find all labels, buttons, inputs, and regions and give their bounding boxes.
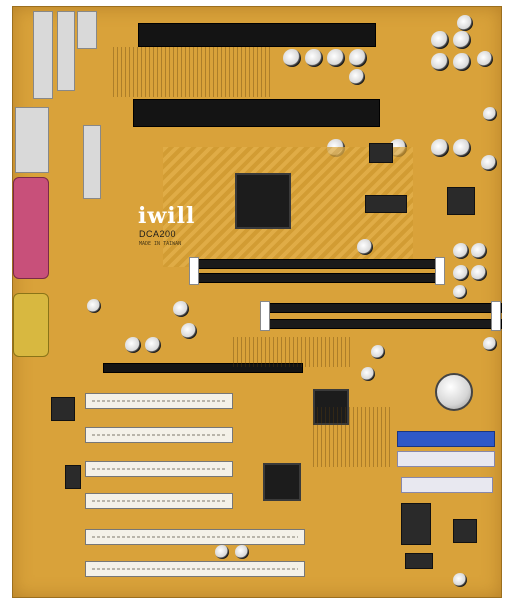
capacitor [349, 49, 367, 67]
capacitor [371, 345, 385, 359]
capacitor [125, 337, 141, 353]
capacitor [453, 573, 467, 587]
floppy-connector [401, 477, 493, 493]
chip-left [51, 397, 75, 421]
pci-slot-5 [85, 529, 305, 545]
capacitor [431, 31, 449, 49]
dimm-slot-2 [197, 273, 437, 283]
cmos-battery [435, 373, 473, 411]
capacitor [453, 31, 471, 49]
chip-small-right [453, 519, 477, 543]
pci-slot-4 [85, 493, 233, 509]
dimm-latch [435, 257, 445, 285]
serial-port [13, 293, 49, 357]
dimm-latch [189, 257, 199, 285]
capacitor [431, 53, 449, 71]
power-connector-medium [57, 11, 75, 91]
capacitor [483, 107, 497, 121]
capacitor [327, 49, 345, 67]
slot-black-lower [133, 99, 380, 127]
pcb-traces [113, 47, 273, 97]
capacitor [477, 51, 493, 67]
chip-right-side [447, 187, 475, 215]
bios-chip [401, 503, 431, 545]
capacitor [283, 49, 301, 67]
southbridge-chip [313, 389, 349, 425]
model-label: DCA200 [139, 229, 177, 239]
capacitor [361, 367, 375, 381]
pci-slot-2 [85, 427, 233, 443]
dimm-slot-3 [268, 303, 502, 313]
capacitor [173, 301, 189, 317]
power-connector-small [77, 11, 97, 49]
chip-left-lower [65, 465, 81, 489]
capacitor [215, 545, 229, 559]
capacitor [357, 239, 373, 255]
pci-slot-1 [85, 393, 233, 409]
isa-slot [103, 363, 303, 373]
dimm-slot-1 [197, 259, 437, 269]
pcb-traces [313, 407, 393, 467]
northbridge-chip [235, 173, 291, 229]
capacitor [453, 139, 471, 157]
capacitor [235, 545, 249, 559]
chip-right-upper [369, 143, 393, 163]
motherboard: iwill DCA200 MADE IN TAIWAN [12, 6, 502, 598]
brand-logo: iwill [138, 203, 196, 229]
atx-power-connector [83, 125, 101, 199]
chip-right-mid [365, 195, 407, 213]
capacitor [471, 265, 487, 281]
agp-slot-top [138, 23, 376, 47]
dimm-slot-4 [268, 319, 502, 329]
pci-slot-3 [85, 461, 233, 477]
capacitor [481, 155, 497, 171]
dimm-latch [491, 301, 501, 331]
power-connector-large [33, 11, 53, 99]
capacitor [181, 323, 197, 339]
capacitor [145, 337, 161, 353]
pcb-traces [233, 337, 353, 367]
dimm-latch [260, 301, 270, 331]
usb-ps2-stack [15, 107, 49, 173]
made-in-label: MADE IN TAIWAN [139, 241, 182, 247]
capacitor [431, 139, 449, 157]
capacitor [453, 265, 469, 281]
parallel-port [13, 177, 49, 279]
capacitor [87, 299, 101, 313]
capacitor [453, 285, 467, 299]
ide-connector-secondary [397, 451, 495, 467]
capacitor [305, 49, 323, 67]
io-chip [263, 463, 301, 501]
capacitor [453, 53, 471, 71]
pci-slot-6 [85, 561, 305, 577]
ide-connector-primary [397, 431, 495, 447]
capacitor [483, 337, 497, 351]
chip-near-pci [405, 553, 433, 569]
capacitor [457, 15, 473, 31]
capacitor [471, 243, 487, 259]
capacitor [453, 243, 469, 259]
capacitor [349, 69, 365, 85]
